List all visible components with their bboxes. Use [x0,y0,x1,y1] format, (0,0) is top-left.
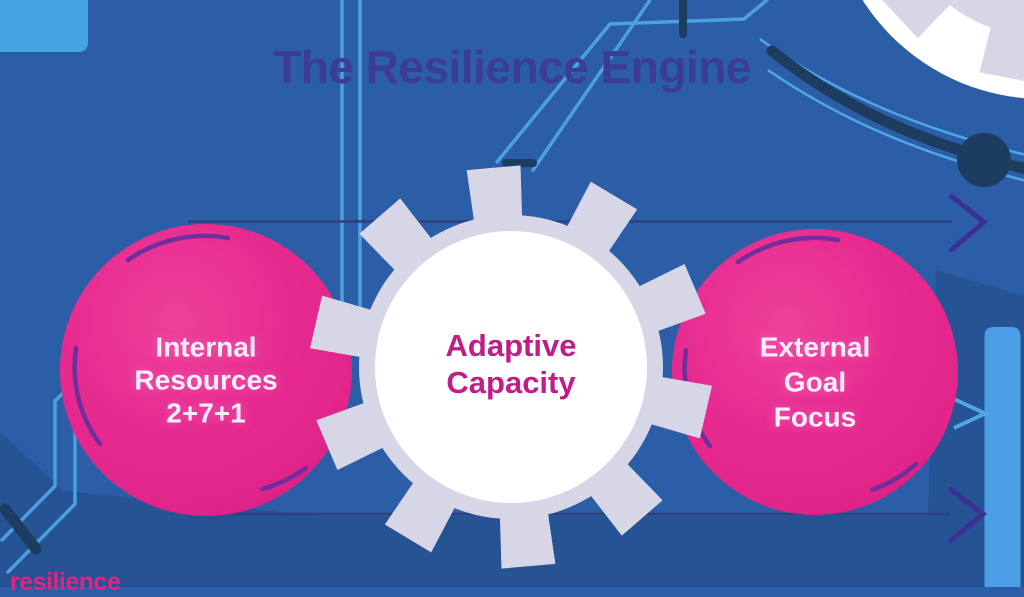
circuit-corner-trace-1 [0,386,70,542]
circuit-diagonal-line-2 [531,0,652,172]
right-bar-shape [984,327,1021,587]
cable-arc [759,37,1024,187]
logo-resilience: resilience [10,568,121,596]
node-accent-arcs [72,233,309,492]
corner-gear-icon [882,0,1024,82]
label-internal-resources: Internal Resources 2+7+1 [134,331,277,430]
slide-title: The Resilience Engine [273,41,751,93]
arrowhead-top-icon [948,193,988,253]
label-line: Focus [773,401,857,433]
arrowhead-blue-icon [953,397,990,430]
stub-corner-slash [0,503,42,555]
label-line: Internal [155,331,257,363]
corner-square-shape [0,0,88,52]
label-line: Goal [783,366,847,398]
gear-center-disc [375,231,647,503]
label-line: 2+7+1 [166,397,246,429]
label-line: External [759,331,871,363]
center-gear-icon [309,165,713,569]
label-line: Resources [134,364,278,396]
cable-node-dot [957,133,1011,187]
label-line: Capacity [446,365,576,400]
label-external-goal-focus: External Goal Focus [760,330,871,435]
label-line: Adaptive [445,328,577,363]
arrowhead-bottom-icon [947,486,988,544]
node-internal-resources-shape [60,224,352,516]
connector-stubs [0,0,687,555]
label-adaptive-capacity: Adaptive Capacity [446,327,577,401]
circuit-traces [0,0,769,574]
circuit-elbow-line-1 [495,0,769,164]
